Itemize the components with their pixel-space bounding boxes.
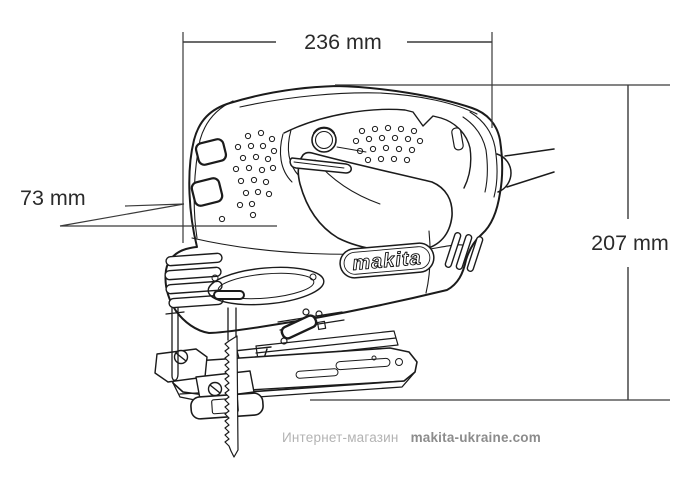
watermark-prefix: Интернет-магазин xyxy=(282,430,399,445)
makita-logo: makita xyxy=(339,242,435,279)
handle-front-post xyxy=(279,129,300,183)
watermark: Интернет-магазин makita-ukraine.com xyxy=(282,430,541,445)
watermark-site: makita-ukraine.com xyxy=(410,430,541,445)
handle-vent-dots xyxy=(352,124,424,164)
dimension-73-leader-lines xyxy=(59,203,277,227)
power-cord xyxy=(504,148,555,188)
dimension-width-label: 236 mm xyxy=(279,30,407,54)
front-recess xyxy=(207,266,325,306)
rear-vent-slats xyxy=(444,232,484,272)
front-panel-line xyxy=(193,100,234,239)
cord-strain-relief xyxy=(496,153,512,193)
rear-lock-button xyxy=(451,127,464,151)
dimension-207-lines xyxy=(310,84,670,401)
front-vent-dots xyxy=(218,129,278,223)
front-guide-rod xyxy=(165,307,185,381)
speed-dial xyxy=(311,126,367,153)
front-grip-ribs xyxy=(190,138,228,207)
saw-blade xyxy=(224,335,239,458)
dimension-height-label: 207 mm xyxy=(568,231,692,255)
dimension-depth-label: 73 mm xyxy=(18,186,88,210)
trigger-line xyxy=(293,161,345,169)
dimension-236-lines xyxy=(182,32,493,243)
rear-handle-lines xyxy=(462,111,498,198)
handle-top-inner-line xyxy=(239,92,478,115)
handle-opening-edge xyxy=(283,108,472,189)
blade-plunger xyxy=(227,307,237,341)
